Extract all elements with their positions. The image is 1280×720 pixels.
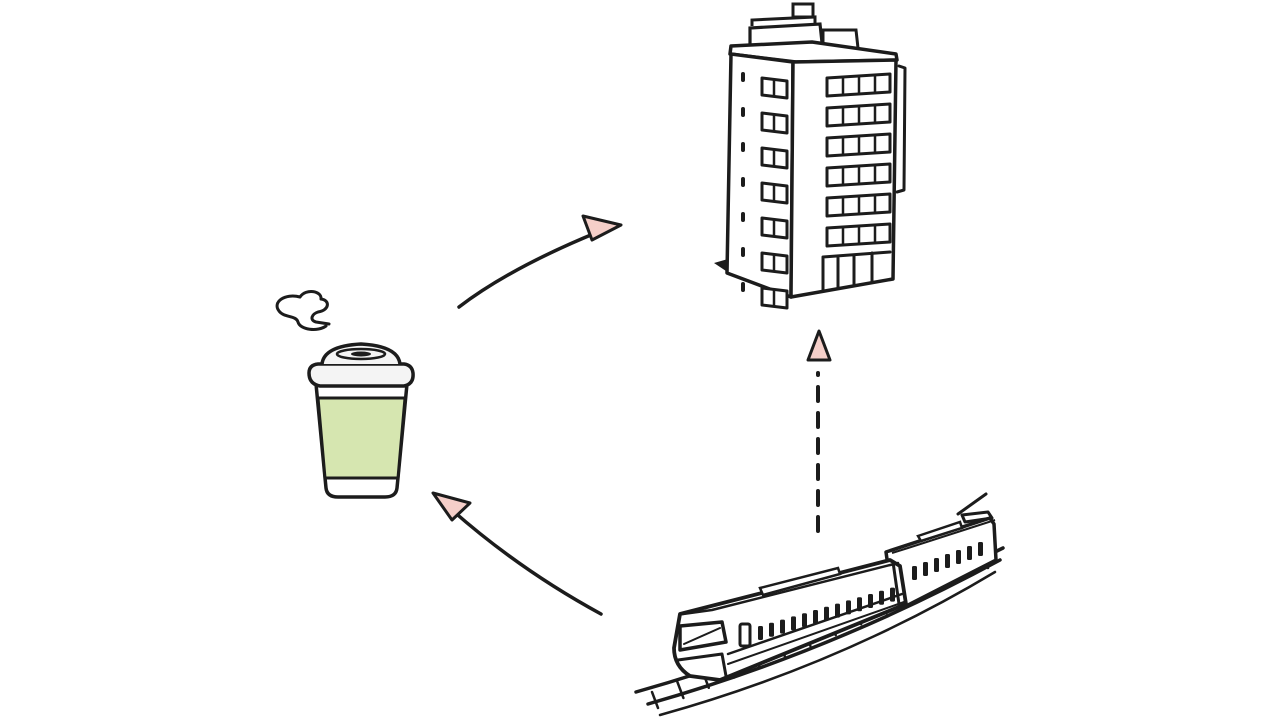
window — [835, 603, 840, 618]
window — [912, 566, 917, 580]
building-windows-right — [825, 72, 892, 248]
commuter-train-icon — [634, 492, 1005, 717]
window — [945, 554, 950, 568]
train-front-car — [672, 558, 908, 682]
steam-icon — [275, 290, 331, 331]
window — [758, 626, 763, 640]
train-front-windows — [758, 587, 895, 640]
arrowhead-icon — [431, 491, 472, 522]
office-building-icon — [714, 2, 907, 310]
arrow-train-to-office — [806, 329, 832, 533]
train-rear-windows — [912, 542, 983, 580]
arrow-train-to-coffee — [431, 491, 603, 616]
window — [956, 550, 961, 564]
window — [890, 587, 895, 602]
building-windows-left — [760, 76, 789, 310]
cup-sleeve — [316, 396, 407, 480]
arrowhead-icon — [806, 329, 832, 362]
window — [978, 542, 983, 556]
window — [824, 606, 829, 621]
cup-lid — [307, 362, 415, 388]
window — [780, 619, 785, 634]
building-details — [741, 72, 745, 292]
coffee-cup-icon — [275, 290, 415, 499]
window — [934, 558, 939, 572]
window — [967, 546, 972, 560]
window — [802, 613, 807, 628]
arrow-coffee-to-office — [457, 214, 623, 309]
window — [769, 622, 774, 637]
arrowhead-icon — [581, 214, 623, 242]
window — [813, 610, 818, 624]
window — [923, 562, 928, 576]
window — [791, 616, 796, 631]
